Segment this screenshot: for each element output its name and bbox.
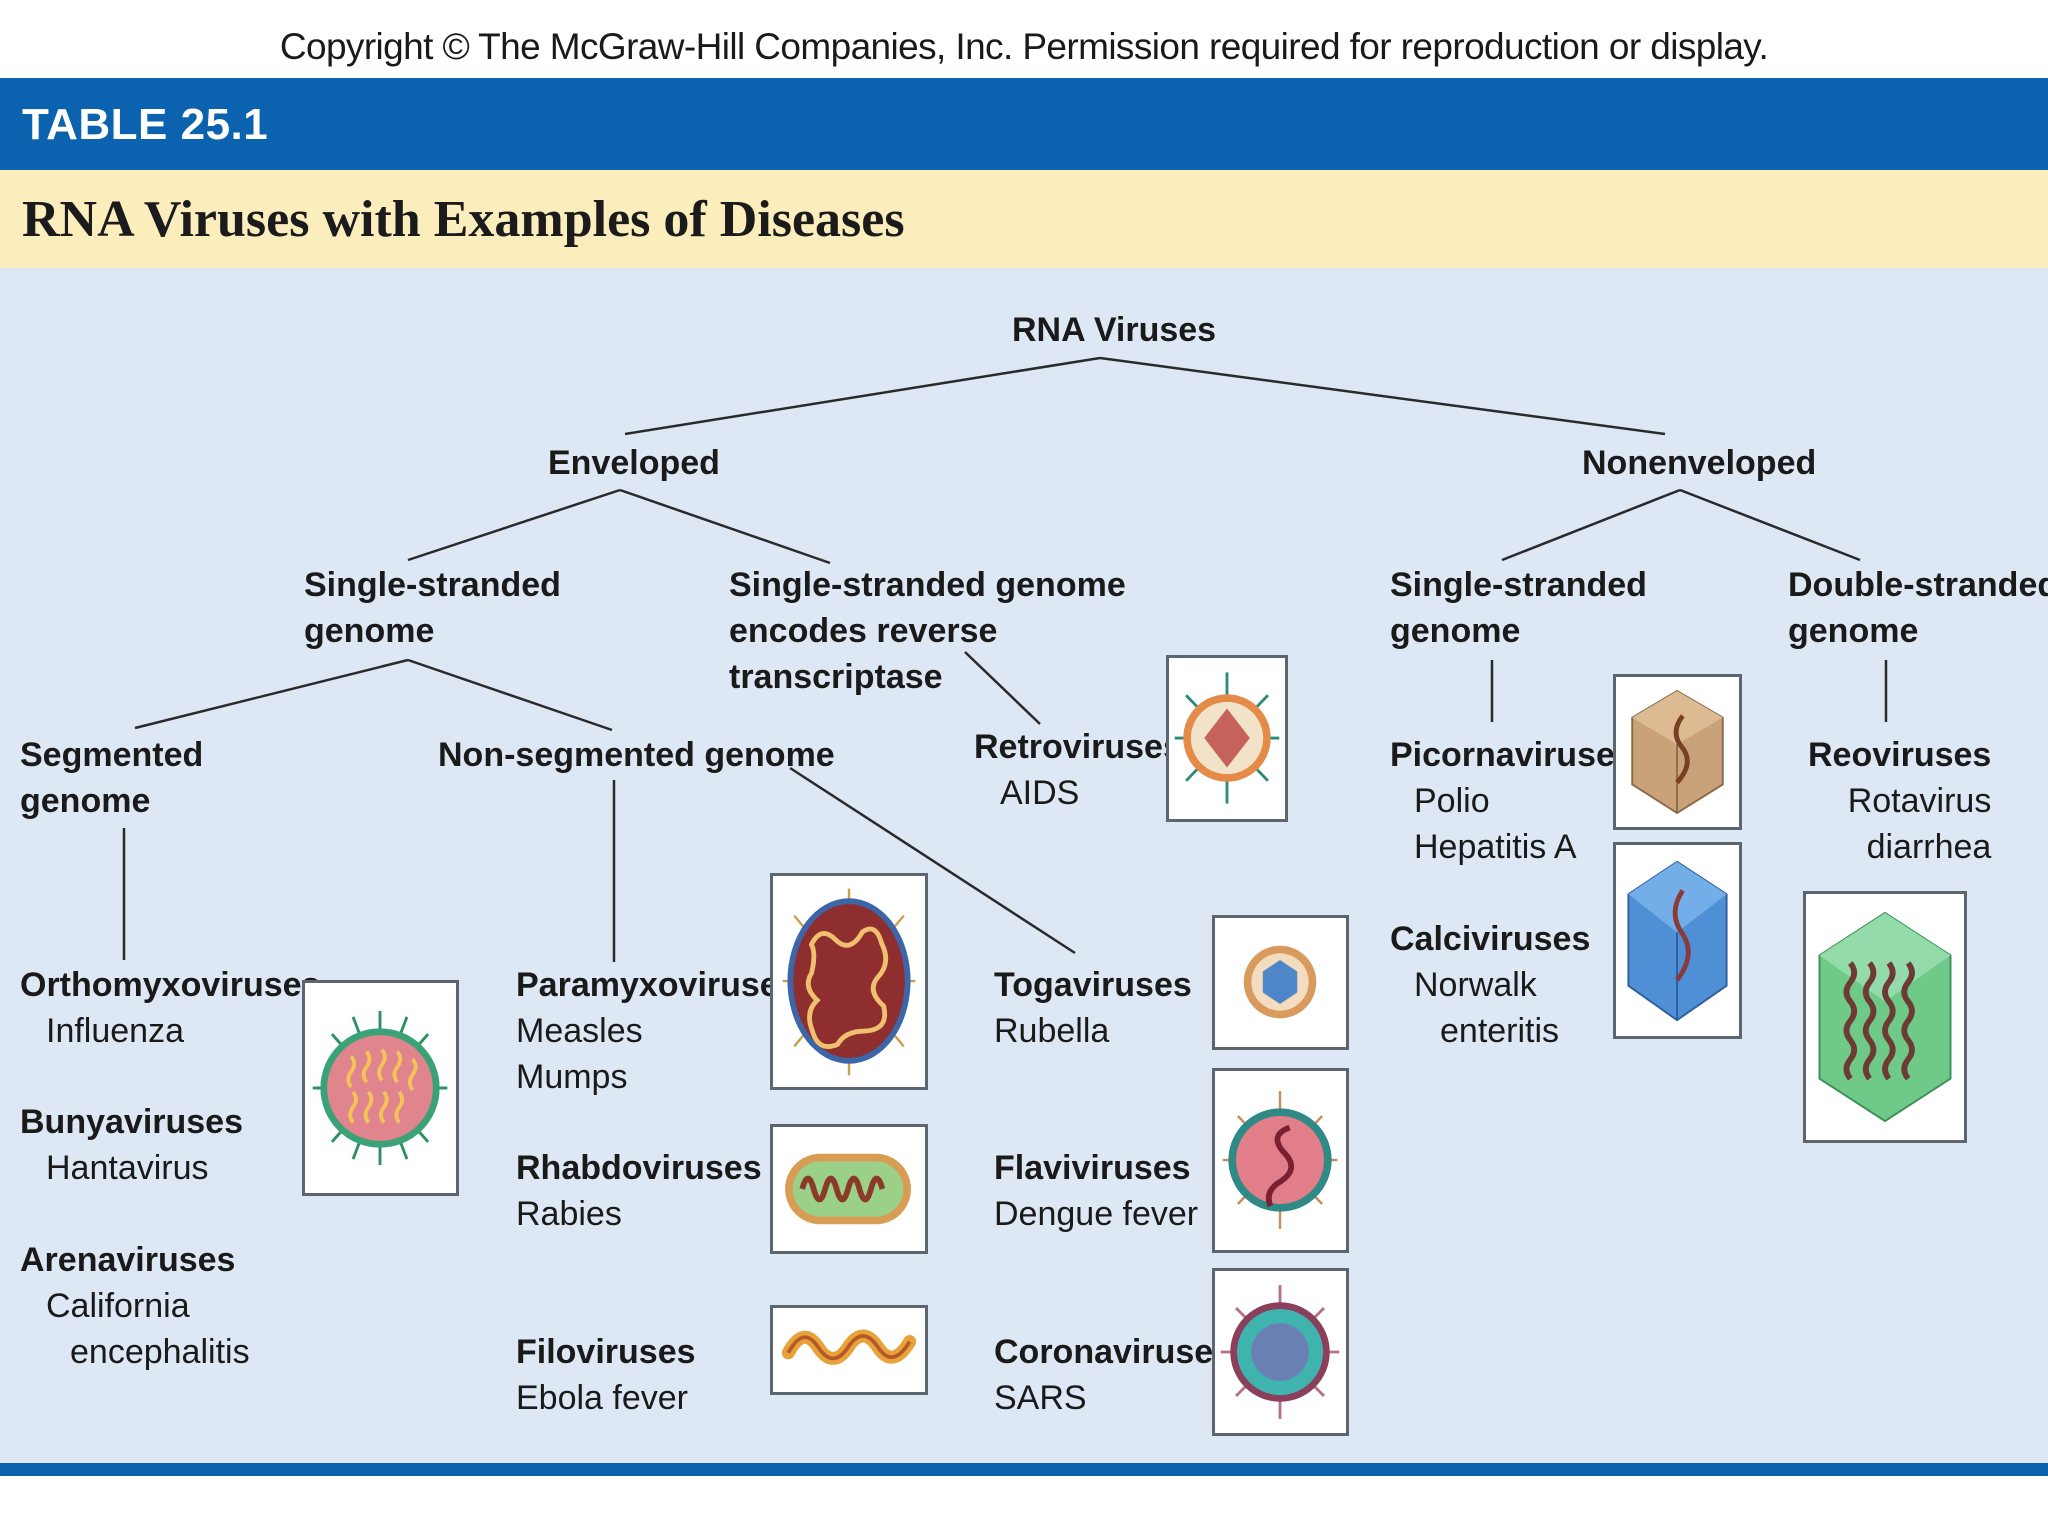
family-retroviruses: Retroviruses AIDS: [974, 728, 1182, 812]
node-env-reverse-transcriptase: Single-stranded genome encodes reverse t…: [729, 566, 1126, 696]
family-filoviruses: Filoviruses Ebola fever: [516, 1333, 696, 1417]
connector-root-nonenveloped: [1099, 356, 1666, 436]
copyright-notice: Copyright © The McGraw-Hill Companies, I…: [279, 26, 1769, 67]
flavivirus-particle-icon: [1212, 1068, 1349, 1253]
family-calciviruses: Calciviruses Norwalk enteritis: [1390, 920, 1591, 1050]
picornavirus-particle-icon: [1613, 674, 1742, 830]
family-coronaviruses: Coronaviruses SARS: [994, 1333, 1233, 1417]
family-rhabdoviruses: Rhabdoviruses Rabies: [516, 1149, 762, 1233]
family-orthomyxoviruses: Orthomyxoviruses Influenza: [20, 966, 321, 1050]
orthomyxovirus-particle-icon: [302, 980, 459, 1196]
connector-ss-nonsegmented: [407, 658, 613, 732]
paramyxovirus-particle-icon: [770, 873, 928, 1090]
connector-nonenveloped-ds: [1679, 488, 1861, 562]
filovirus-particle-icon: [770, 1305, 928, 1395]
node-enveloped: Enveloped: [548, 444, 720, 482]
table-header-bar: TABLE 25.1: [0, 78, 2048, 170]
togavirus-particle-icon: [1212, 915, 1349, 1050]
family-bunyaviruses: Bunyaviruses Hantavirus: [20, 1103, 243, 1187]
retrovirus-particle-icon: [1166, 655, 1288, 822]
connector-ss-segmented: [134, 658, 409, 730]
family-picornaviruses: Picornaviruses Polio Hepatitis A: [1390, 736, 1634, 866]
node-nonenveloped: Nonenveloped: [1582, 444, 1817, 482]
family-reoviruses: Reoviruses Rotavirus diarrhea: [1808, 736, 1992, 866]
node-env-single-stranded: Single-stranded genome: [304, 566, 561, 650]
coronavirus-particle-icon: [1212, 1268, 1349, 1436]
connector-enveloped-ss: [407, 488, 621, 562]
table-number: TABLE 25.1: [22, 100, 269, 149]
node-non-segmented: Non-segmented genome: [438, 736, 835, 774]
bottom-rule: [0, 1463, 2048, 1476]
family-paramyxoviruses: Paramyxoviruses Measles Mumps: [516, 966, 798, 1096]
family-flaviviruses: Flaviviruses Dengue fever: [994, 1149, 1199, 1233]
family-togaviruses: Togaviruses Rubella: [994, 966, 1192, 1050]
family-arenaviruses: Arenaviruses California encephalitis: [20, 1241, 250, 1371]
rhabdovirus-particle-icon: [770, 1124, 928, 1254]
calicivirus-particle-icon: [1613, 842, 1742, 1039]
node-rna-viruses: RNA Viruses: [1012, 311, 1217, 349]
node-segmented: Segmented genome: [20, 736, 204, 820]
connector-rt-retro: [964, 651, 1041, 725]
node-non-double-stranded: Double-stranded genome: [1788, 566, 2048, 650]
connector-root-enveloped: [624, 356, 1101, 436]
connector-nonenveloped-ss: [1501, 488, 1681, 562]
title-band: RNA Viruses with Examples of Diseases: [0, 170, 2048, 268]
connector-enveloped-rt: [619, 488, 831, 565]
reovirus-particle-icon: [1803, 891, 1967, 1143]
connector-nonsegmented-toga: [789, 766, 1076, 955]
node-non-single-stranded: Single-stranded genome: [1390, 566, 1647, 650]
table-title: RNA Viruses with Examples of Diseases: [22, 191, 905, 248]
